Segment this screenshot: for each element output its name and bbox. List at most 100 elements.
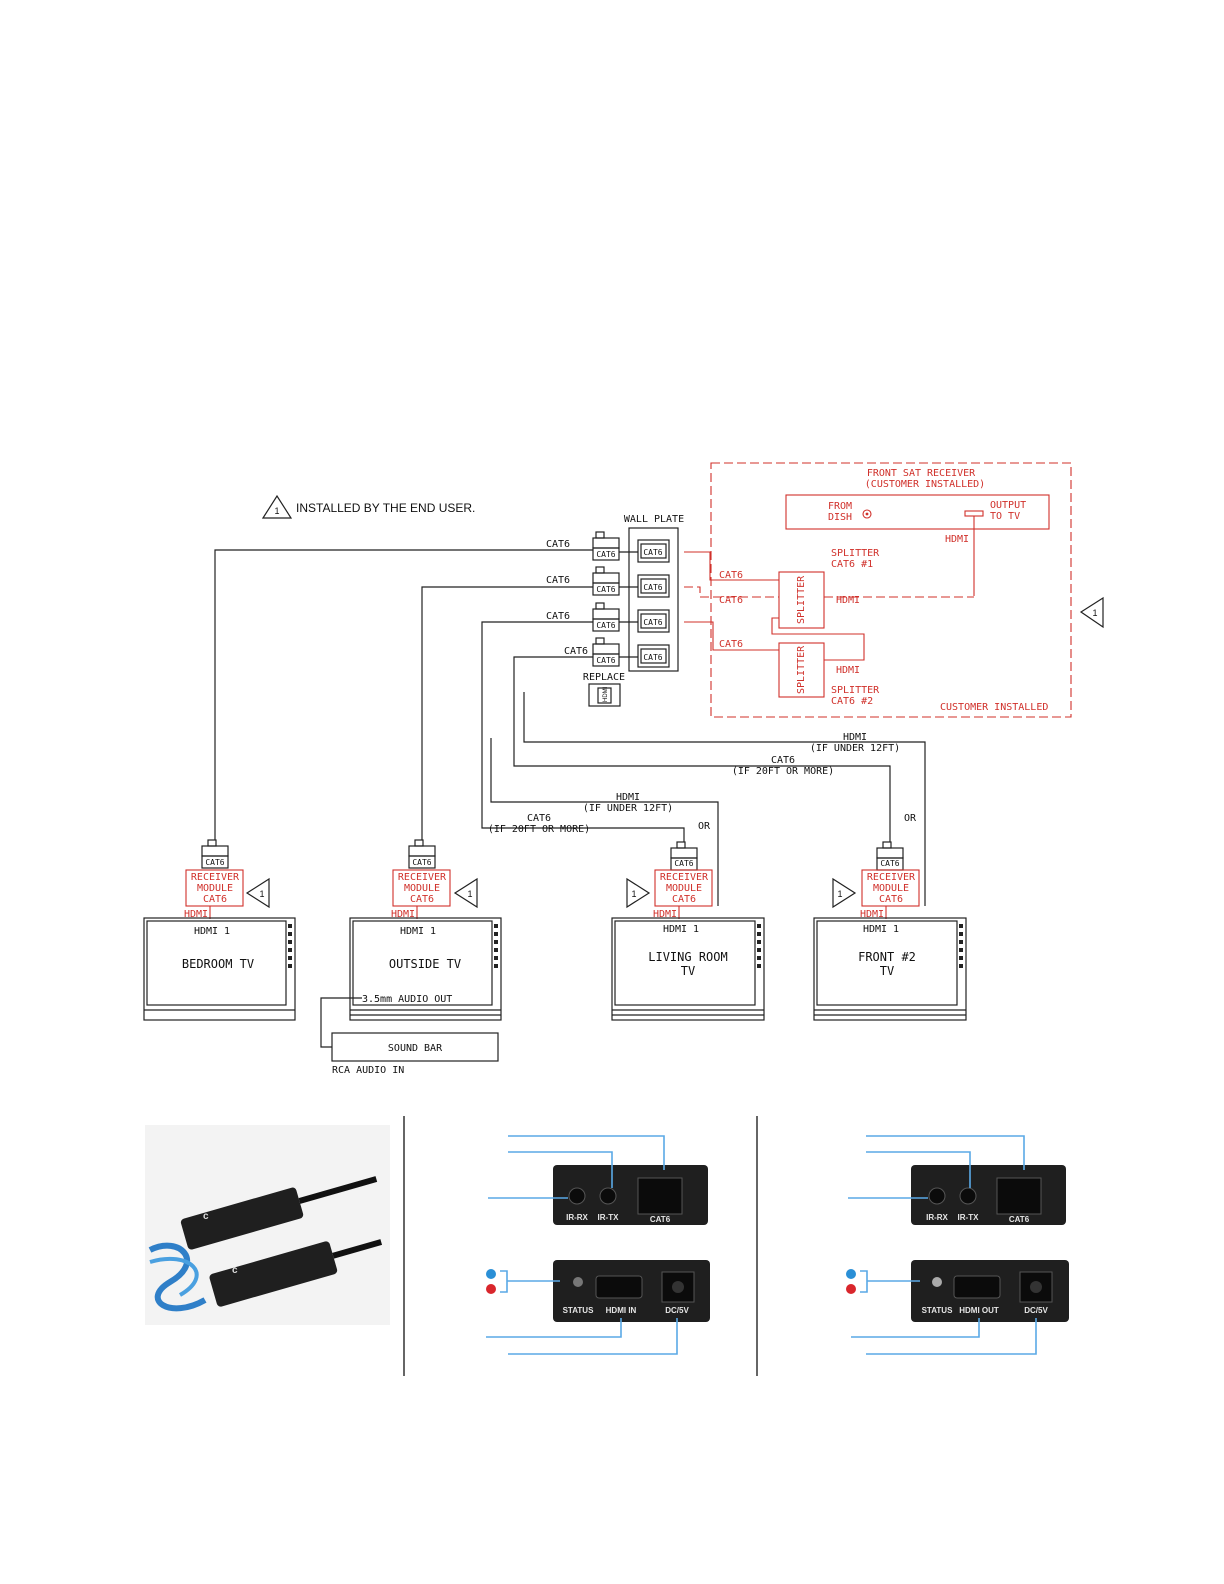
svg-text:IR-TX: IR-TX [598,1213,620,1222]
svg-text:STATUS: STATUS [563,1306,594,1315]
svg-text:(IF UNDER 12FT): (IF UNDER 12FT) [583,803,673,814]
red-led-icon [486,1284,496,1294]
triangle-icon [1079,596,1104,629]
front-receiver-enclosure: FRONT SAT RECEIVER (CUSTOMER INSTALLED) … [710,462,1104,718]
svg-text:RECEIVER: RECEIVER [191,872,240,883]
splitter-1-sublabel: CAT6 #1 [831,559,873,570]
splitter-1-cat6-b: CAT6 [719,595,743,606]
svg-text:CAT6: CAT6 [643,618,662,627]
svg-text:MODULE: MODULE [404,883,440,894]
receiver-module-living: CAT6 RECEIVER MODULE CAT6 HDMI 1 [626,841,713,920]
svg-text:1: 1 [631,889,636,899]
splitter-2-name: SPLITTER [796,645,807,694]
svg-text:CAT6: CAT6 [643,583,662,592]
svg-text:IR-RX: IR-RX [566,1213,588,1222]
hdmi-in-port-icon [595,1275,643,1299]
wall-plate: WALL PLATE CAT6 CAT6 CAT6 CAT6 REPLACE H… [583,514,684,707]
legend-text: INSTALLED BY THE END USER. [296,501,475,515]
svg-text:OR: OR [904,813,917,824]
tv-name-line2: TV [880,964,894,978]
splitter-2-sublabel: CAT6 #2 [831,696,873,707]
svg-text:HDMI: HDMI [616,792,640,803]
svg-text:DC/5V: DC/5V [665,1306,689,1315]
svg-text:SOUND BAR: SOUND BAR [388,1043,443,1054]
svg-text:(IF 20FT OR MORE): (IF 20FT OR MORE) [488,824,590,835]
svg-text:CAT6: CAT6 [410,894,434,905]
svg-text:CAT6: CAT6 [879,894,903,905]
svg-text:HDMI 1: HDMI 1 [863,924,899,935]
svg-text:RECEIVER: RECEIVER [867,872,916,883]
tv-outside: HDMI 1 OUTSIDE TV 3.5mm AUDIO OUT [349,917,502,1021]
svg-text:STATUS: STATUS [922,1306,953,1315]
tv-bedroom: HDMI 1 BEDROOM TV [143,917,296,1021]
svg-text:CAT6: CAT6 [596,550,615,559]
svg-text:HDMI OUT: HDMI OUT [959,1306,999,1315]
svg-text:CAT6: CAT6 [596,656,615,665]
svg-text:1: 1 [467,889,472,899]
replace-hdmi: HDMI [603,686,609,702]
run-1-label: CAT6 [546,539,570,550]
svg-text:c: c [232,1265,238,1276]
svg-text:HDMI 1: HDMI 1 [194,926,230,937]
svg-text:CAT6: CAT6 [205,858,224,867]
svg-text:MODULE: MODULE [197,883,233,894]
svg-text:CAT6: CAT6 [643,548,662,557]
blue-led-icon [486,1269,496,1279]
splitter-2-cat6: CAT6 [719,639,743,650]
svg-text:DC/5V: DC/5V [1024,1306,1048,1315]
sound-bar: SOUND BAR RCA AUDIO IN [331,1032,499,1076]
splitter-1-name: SPLITTER [796,575,807,624]
receiver-module-outside: CAT6 RECEIVER MODULE CAT6 HDMI 1 [391,839,478,920]
tv-name: FRONT #2 [858,950,916,964]
triangle-icon [453,877,478,909]
from-dish-label-2: DISH [828,512,852,523]
tv-name: OUTSIDE TV [389,957,461,971]
transmitter-icon [180,1187,304,1250]
svg-text:CAT6: CAT6 [674,859,693,868]
triangle-icon [261,494,293,519]
svg-text:HDMI 1: HDMI 1 [663,924,699,935]
audio-out-label: 3.5mm AUDIO OUT [362,994,452,1005]
svg-text:CAT6: CAT6 [1009,1215,1030,1224]
wall-jack: CAT6 [637,574,670,598]
front-receiver-title: FRONT SAT RECEIVER [867,468,976,479]
splitter-2: SPLITTER SPLITTER CAT6 #2 HDMI CAT6 [719,617,880,707]
rj45-port-icon [996,1177,1042,1215]
svg-text:CAT6: CAT6 [643,653,662,662]
legend-symbol: 1 [274,506,279,516]
blue-led-icon [846,1269,856,1279]
svg-text:CAT6: CAT6 [412,858,431,867]
receiver-module-bedroom: CAT6 RECEIVER MODULE CAT6 HDMI 1 [184,839,270,920]
output-label-2: TO TV [990,511,1020,522]
svg-text:(IF UNDER 12FT): (IF UNDER 12FT) [810,743,900,754]
splitter-1-hdmi: HDMI [836,595,860,606]
coax-icon [862,509,872,519]
plug-connector: CAT6 [592,637,620,667]
plug-connector: CAT6 [592,566,620,596]
svg-text:MODULE: MODULE [873,883,909,894]
svg-text:HDMI 1: HDMI 1 [400,926,436,937]
triangle-icon [626,877,651,909]
tv-name-line2: TV [681,964,695,978]
triangle-icon [245,877,270,909]
receiver-panels: IR-RX IR-TX CAT6 STATUS HDMI OUT DC/5V [846,1135,1069,1355]
svg-text:CAT6: CAT6 [596,585,615,594]
svg-text:CAT6: CAT6 [596,621,615,630]
ir-tx-port-icon [959,1187,977,1205]
svg-text:HDMI: HDMI [860,909,884,920]
output-label: OUTPUT [990,500,1026,511]
splitter-1-label: SPLITTER [831,548,880,559]
hdmi-out-port-icon [953,1275,1001,1299]
run-4-label: CAT6 [564,646,588,657]
svg-text:CAT6: CAT6 [650,1215,671,1224]
plug-connector: CAT6 [592,602,620,632]
svg-text:HDMI IN: HDMI IN [606,1306,637,1315]
receiver-module-front: CAT6 RECEIVER MODULE CAT6 HDMI 1 [832,841,920,920]
svg-text:HDMI: HDMI [391,909,415,920]
tv-name: LIVING ROOM [648,950,727,964]
splitter-1: SPLITTER SPLITTER CAT6 #1 HDMI CAT6 CAT6 [719,548,974,629]
run-2-label: CAT6 [546,575,570,586]
ir-rx-port-icon [928,1187,946,1205]
product-photo: c c [145,1125,390,1325]
